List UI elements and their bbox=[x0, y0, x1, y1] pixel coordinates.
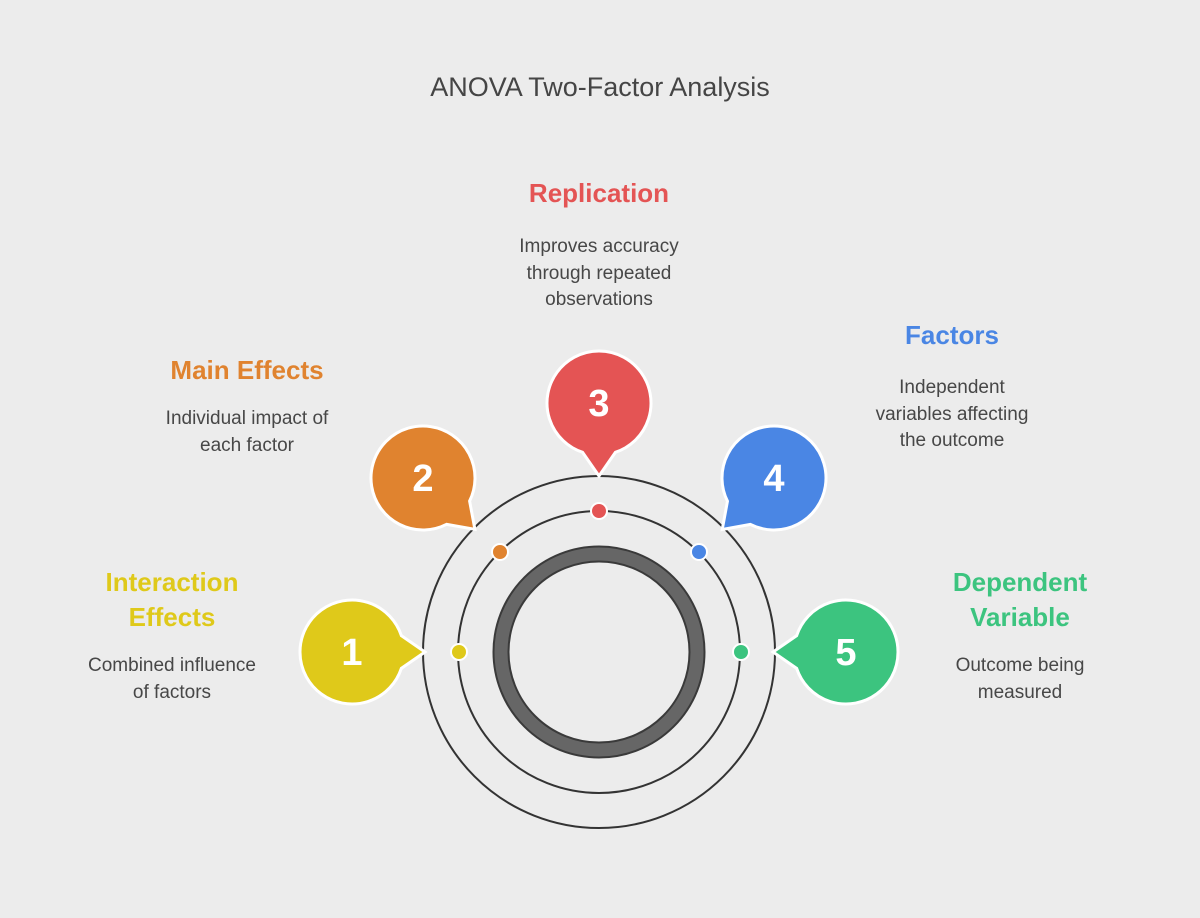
step-title: Main Effects bbox=[170, 353, 323, 388]
speech-bubble-shape bbox=[545, 349, 653, 479]
step-description: Outcome being measured bbox=[956, 653, 1085, 706]
step-number: 4 bbox=[763, 458, 784, 500]
ring-marker-dot bbox=[732, 643, 750, 661]
step-bubble-4: 4 bbox=[720, 424, 828, 532]
step-description-line: through repeated bbox=[526, 262, 672, 284]
speech-bubble-shape bbox=[720, 424, 828, 532]
step-description: Combined influence of factors bbox=[88, 653, 256, 706]
step-number: 2 bbox=[412, 458, 433, 500]
speech-bubble-shape bbox=[369, 424, 477, 532]
step-title-line: Replication bbox=[528, 178, 670, 208]
step-title: Factors bbox=[905, 318, 999, 353]
step-description-line: measured bbox=[977, 681, 1063, 703]
step-description-line: Outcome being bbox=[955, 655, 1085, 676]
step-description-line: of factors bbox=[132, 681, 212, 703]
speech-bubble-shape bbox=[770, 598, 900, 706]
step-description-line: Improves accuracy bbox=[519, 236, 679, 257]
step-title: Replication bbox=[529, 176, 669, 211]
speech-bubble-shape bbox=[298, 598, 428, 706]
step-bubble-3: 3 bbox=[545, 349, 653, 479]
step-title-line: Interaction bbox=[105, 567, 239, 597]
step-description-line: Individual impact of bbox=[165, 408, 329, 429]
step-number: 5 bbox=[835, 632, 856, 674]
step-number: 3 bbox=[588, 383, 609, 425]
ring-marker-dot bbox=[450, 643, 468, 661]
step-bubble-1: 1 bbox=[298, 598, 428, 706]
step-description-line: observations bbox=[545, 289, 653, 310]
step-number: 1 bbox=[341, 632, 362, 674]
step-bubble-5: 5 bbox=[770, 598, 900, 706]
step-description-line: Combined influence bbox=[88, 655, 256, 676]
step-description-line: variables affecting bbox=[875, 403, 1029, 425]
ring-marker-dot bbox=[590, 502, 608, 520]
step-title-line: Main Effects bbox=[170, 355, 324, 385]
ring-marker-dot bbox=[491, 543, 509, 561]
step-title-line: Variable bbox=[970, 602, 1070, 632]
step-bubble-2: 2 bbox=[369, 424, 477, 532]
step-description: Individual impact of each factor bbox=[166, 406, 329, 459]
step-description: Independent variables affecting the outcom… bbox=[876, 375, 1029, 455]
ring-marker-dot bbox=[690, 543, 708, 561]
core-ring bbox=[494, 547, 704, 757]
step-title-line: Factors bbox=[905, 320, 999, 350]
step-description-line: each factor bbox=[200, 434, 294, 456]
step-title-line: Effects bbox=[128, 602, 216, 632]
diagram-title: ANOVA Two-Factor Analysis bbox=[430, 72, 770, 102]
step-description-line: Independent bbox=[899, 377, 1005, 398]
step-title-line: Dependent bbox=[952, 567, 1088, 597]
step-description: Improves accuracy through repeated observa… bbox=[519, 234, 678, 314]
step-description-line: the outcome bbox=[899, 430, 1005, 451]
